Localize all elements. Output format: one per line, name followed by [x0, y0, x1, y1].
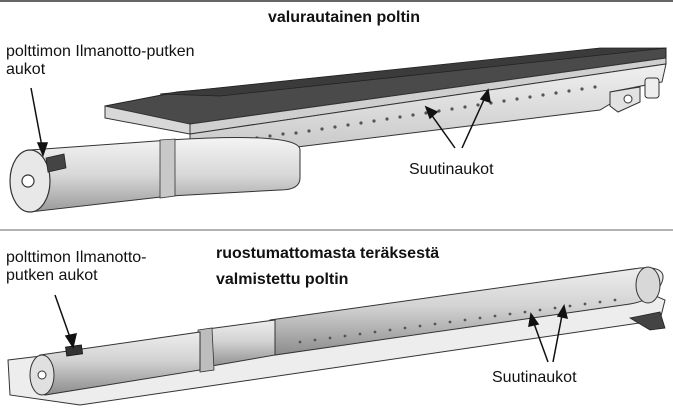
stainless-orifice: [37, 370, 47, 380]
top-inlet-label-line2: aukot: [6, 61, 46, 78]
burner-end-tab: [644, 77, 660, 99]
burner-top-plate-upper: [159, 47, 667, 97]
stainless-port-holes: [298, 298, 617, 344]
bottom-ports-label: Suutinaukot: [492, 369, 577, 386]
stainless-tube-end-cap: [635, 266, 661, 304]
stainless-burner-title-line2: valmistettu poltin: [216, 271, 349, 288]
stainless-burner: [7, 266, 666, 406]
bottom-inlet-label-line2: putken aukot: [6, 267, 98, 284]
cast-iron-air-shutter-slot: [45, 153, 67, 173]
top-inlet-label-line1: polttimon Ilmanotto-putken: [6, 43, 195, 60]
bottom-port-arrow-2: [552, 309, 564, 363]
bottom-inlet-label-line1: polttimon Ilmanotto-: [6, 249, 147, 266]
cast-iron-inlet-collar: [159, 138, 176, 199]
top-port-arrow-2: [461, 92, 488, 149]
top-arrows: [30, 87, 491, 158]
bottom-arrows: [54, 294, 569, 363]
top-ports-label: Suutinaukot: [409, 161, 494, 178]
burner-end-hole: [623, 94, 633, 104]
stainless-tray-end: [628, 311, 666, 331]
cast-iron-burner: [9, 47, 667, 213]
cast-iron-burner-title: valurautainen poltin: [268, 9, 421, 26]
stainless-air-shutter-slot: [65, 344, 84, 357]
stainless-burner-title-line1: ruostumattomasta teräksestä: [216, 245, 440, 262]
top-inlet-arrow: [30, 87, 44, 153]
cast-iron-orifice: [21, 174, 35, 188]
